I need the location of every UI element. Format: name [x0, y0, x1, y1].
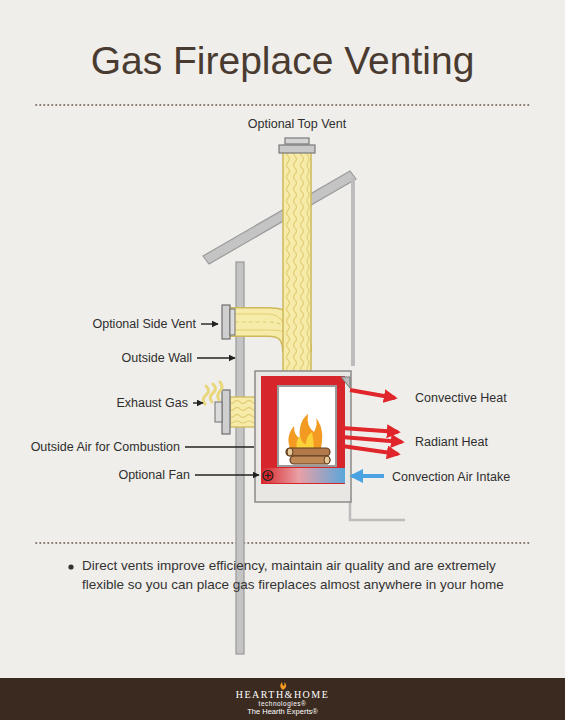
callout-label: Radiant Heat	[415, 435, 488, 450]
callout-label: Exhaust Gas	[116, 396, 188, 411]
footer-band: HEARTH&HOMEtechnologies®The Hearth Exper…	[0, 678, 565, 720]
callout-label: Optional Side Vent	[92, 317, 196, 332]
callout-label: Outside Air for Combustion	[31, 440, 180, 455]
callout-label: Convective Heat	[415, 391, 507, 406]
callout-label: Convection Air Intake	[392, 470, 510, 485]
callout-label: Optional Top Vent	[248, 117, 346, 132]
bullet-note: Direct vents improve efficiency, maintai…	[82, 557, 512, 595]
callout-label: Optional Fan	[118, 468, 190, 483]
logo-tagline: The Hearth Experts®	[247, 708, 318, 716]
page-title: Gas Fireplace Venting	[0, 40, 565, 83]
logo-wordmark: HEARTH&HOME	[236, 690, 330, 701]
callout-label: Outside Wall	[122, 351, 192, 366]
logo-flame	[278, 682, 288, 690]
logo-subline: technologies®	[259, 701, 307, 708]
